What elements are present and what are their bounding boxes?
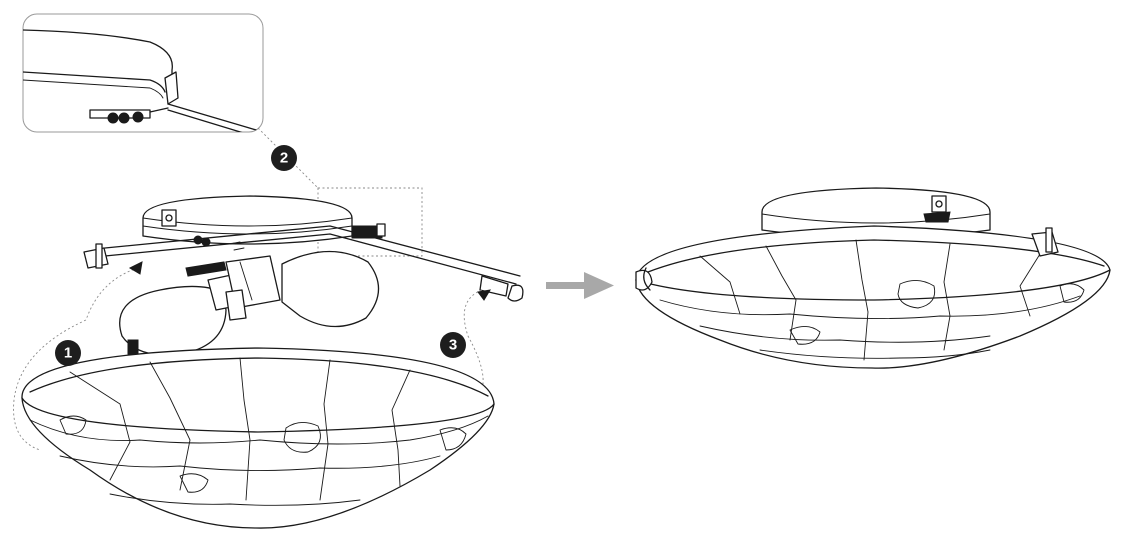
canopy — [142, 195, 353, 245]
detail-inset — [22, 13, 264, 133]
bulb-right — [225, 250, 380, 328]
guide-arrow-right — [477, 289, 491, 301]
right-arrow-icon — [546, 272, 614, 299]
guide-arrow-left — [128, 261, 143, 275]
end-knob-left — [83, 243, 109, 269]
mounting-bar — [104, 223, 521, 285]
bulb-left — [119, 273, 247, 356]
end-knob-assembled-left — [635, 267, 653, 291]
guide-path-right — [463, 289, 484, 395]
end-knob-assembled-right — [1031, 227, 1059, 257]
socket-cluster — [185, 235, 245, 277]
step-badge-2: 2 — [271, 145, 297, 171]
step-badge-3: 3 — [440, 332, 466, 358]
step-label-3: 3 — [449, 337, 457, 354]
glass-bowl-assembled — [635, 225, 1111, 369]
step-label-1: 1 — [64, 345, 72, 362]
glass-bowl — [21, 347, 495, 529]
step-label-2: 2 — [280, 150, 288, 167]
assembled-fixture — [635, 187, 1111, 369]
step-badge-1: 1 — [55, 340, 81, 366]
left-assembly: 1 2 3 — [13, 145, 524, 529]
